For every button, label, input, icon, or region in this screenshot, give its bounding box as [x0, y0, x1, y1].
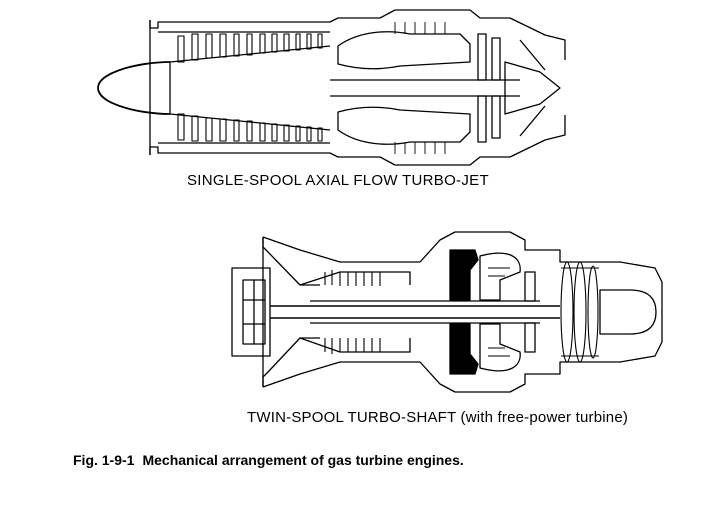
- single-spool-turbojet-drawing: [98, 10, 565, 165]
- twin-spool-turboshaft-drawing: [232, 232, 662, 392]
- figure-number: Fig. 1-9-1: [73, 452, 135, 468]
- twin-spool-turboshaft-label: TWIN-SPOOL TURBO-SHAFT (with free-power …: [247, 409, 629, 426]
- figure-caption: Fig. 1-9-1 Mechanical arrangement of gas …: [73, 452, 464, 468]
- figure-title: Mechanical arrangement of gas turbine en…: [142, 452, 464, 468]
- single-spool-turbojet-label: SINGLE-SPOOL AXIAL FLOW TURBO-JET: [187, 172, 489, 189]
